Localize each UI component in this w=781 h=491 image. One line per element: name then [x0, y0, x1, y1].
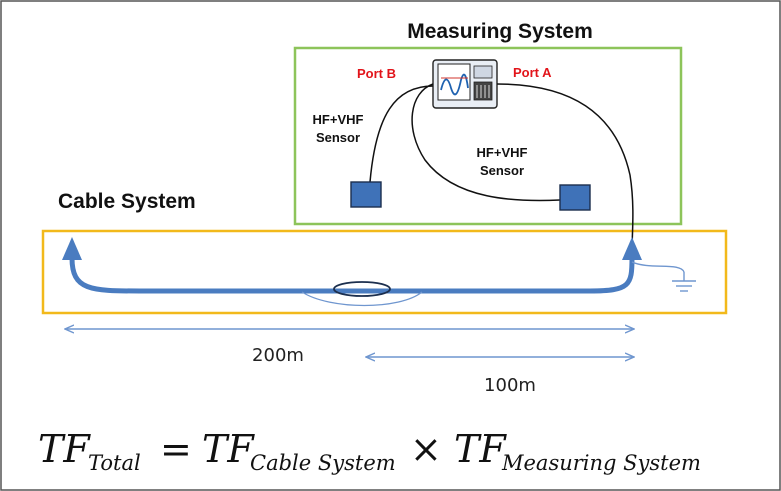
- distance-100m-label: 100m: [484, 375, 536, 396]
- distance-200m-label: 200m: [252, 345, 304, 366]
- eq-term1: TF: [202, 427, 255, 471]
- hf-vhf-sensor-right: [559, 184, 591, 211]
- sensor-left-label-line2: Sensor: [316, 130, 360, 145]
- eq-times: ×: [410, 427, 442, 471]
- measuring-system-box: [293, 46, 683, 226]
- eq-term1-sub: Cable System: [250, 451, 396, 475]
- eq-equals: =: [160, 427, 192, 471]
- field-line: [301, 291, 423, 307]
- cable-end-left-arrow: [62, 237, 82, 260]
- ground-icon: [631, 261, 696, 292]
- transfer-function-equation: TF Total = TF Cable System × TF Measurin…: [38, 427, 701, 475]
- cable-system-title: Cable System: [58, 190, 196, 213]
- port-b-label: Port B: [357, 66, 396, 81]
- cable-system-box: [41, 229, 728, 315]
- eq-term2: TF: [454, 427, 507, 471]
- measuring-device-icon: [432, 59, 498, 109]
- sensor-left-label-line1: HF+VHF: [313, 112, 364, 127]
- sensor-right-label-line1: HF+VHF: [477, 145, 528, 160]
- sensor-coupler: [333, 281, 391, 297]
- hf-vhf-sensor-left: [350, 181, 382, 208]
- wire-port-a-cable: [496, 83, 634, 247]
- wire-port-b-left-sensor: [369, 85, 434, 183]
- port-a-label: Port A: [513, 65, 552, 80]
- sensor-right-label-line2: Sensor: [480, 163, 524, 178]
- cable-line: [69, 255, 635, 294]
- eq-lhs: TF: [38, 427, 91, 471]
- wire-port-b-right-sensor: [411, 83, 561, 202]
- measuring-system-title: Measuring System: [407, 20, 593, 43]
- cable-end-right-arrow: [622, 237, 642, 260]
- eq-term2-sub: Measuring System: [501, 451, 701, 475]
- eq-lhs-sub: Total: [88, 451, 141, 475]
